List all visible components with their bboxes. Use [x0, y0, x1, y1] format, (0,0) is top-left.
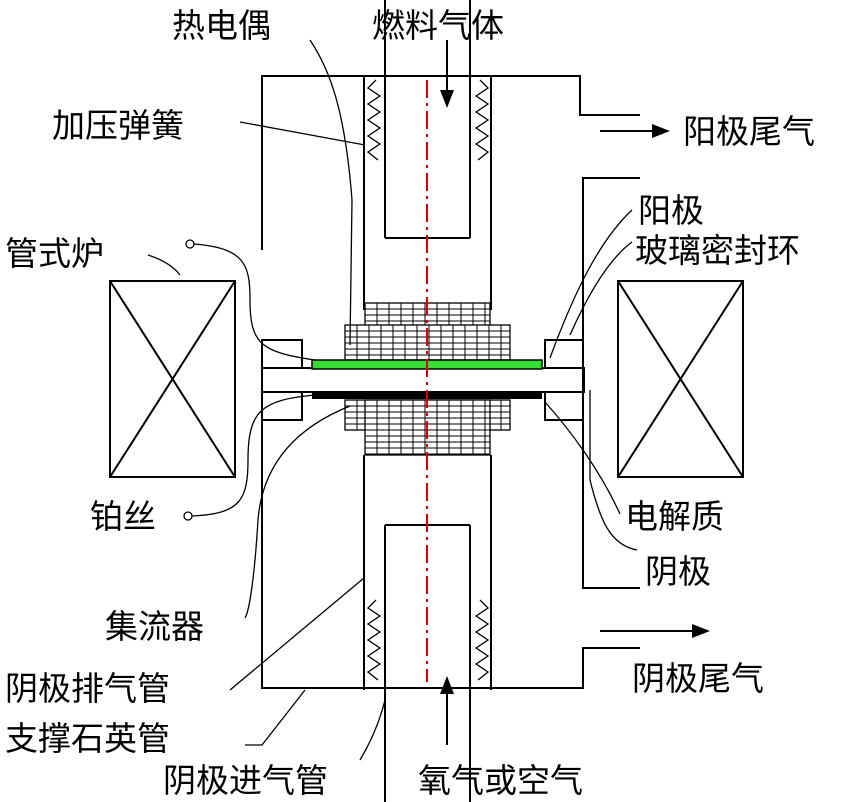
- cell-stack: [261, 359, 585, 399]
- fuel-flow-arrow-icon: [440, 90, 454, 108]
- cathode-exhaust-arrow-icon: [692, 624, 710, 638]
- label-platinum-wire: 铂丝: [90, 497, 156, 536]
- label-anode: 阳极: [638, 191, 704, 230]
- anode-exhaust-arrow-icon: [652, 124, 670, 138]
- label-cathode-exhaust-tube: 阴极排气管: [5, 669, 170, 708]
- label-electrolyte: 电解质: [625, 497, 724, 536]
- label-anode-exhaust: 阳极尾气: [683, 112, 815, 151]
- label-cathode: 阴极: [645, 552, 711, 591]
- labels: 热电偶 燃料气体 加压弹簧 阳极尾气 阳极 玻璃密封环 管式炉 电解质 铂丝 阴…: [5, 6, 815, 800]
- cathode-inlet-tube: [363, 455, 492, 802]
- tube-furnace-right: [617, 280, 744, 478]
- oxygen-flow-arrow-icon: [440, 676, 454, 694]
- pressure-springs: [366, 79, 490, 681]
- glass-seal-blocks: [261, 339, 584, 421]
- label-pressure-spring: 加压弹簧: [52, 106, 184, 145]
- label-support-quartz-tube: 支撑石英管: [5, 719, 170, 758]
- platinum-wire-top-icon: [185, 239, 195, 249]
- label-cathode-exhaust: 阴极尾气: [632, 659, 764, 698]
- platinum-wire-bottom-icon: [183, 511, 193, 521]
- label-oxygen-or-air: 氧气或空气: [418, 761, 583, 800]
- label-fuel-gas: 燃料气体: [372, 6, 504, 45]
- tube-furnace-left: [109, 280, 236, 478]
- label-cathode-inlet-tube: 阴极进气管: [163, 761, 328, 800]
- label-tube-furnace: 管式炉: [5, 234, 104, 273]
- label-thermocouple: 热电偶: [172, 6, 271, 45]
- leader-lines: [147, 39, 638, 761]
- label-glass-seal-ring: 玻璃密封环: [635, 231, 800, 270]
- flow-arrows: [440, 40, 710, 745]
- label-current-collector: 集流器: [105, 607, 204, 646]
